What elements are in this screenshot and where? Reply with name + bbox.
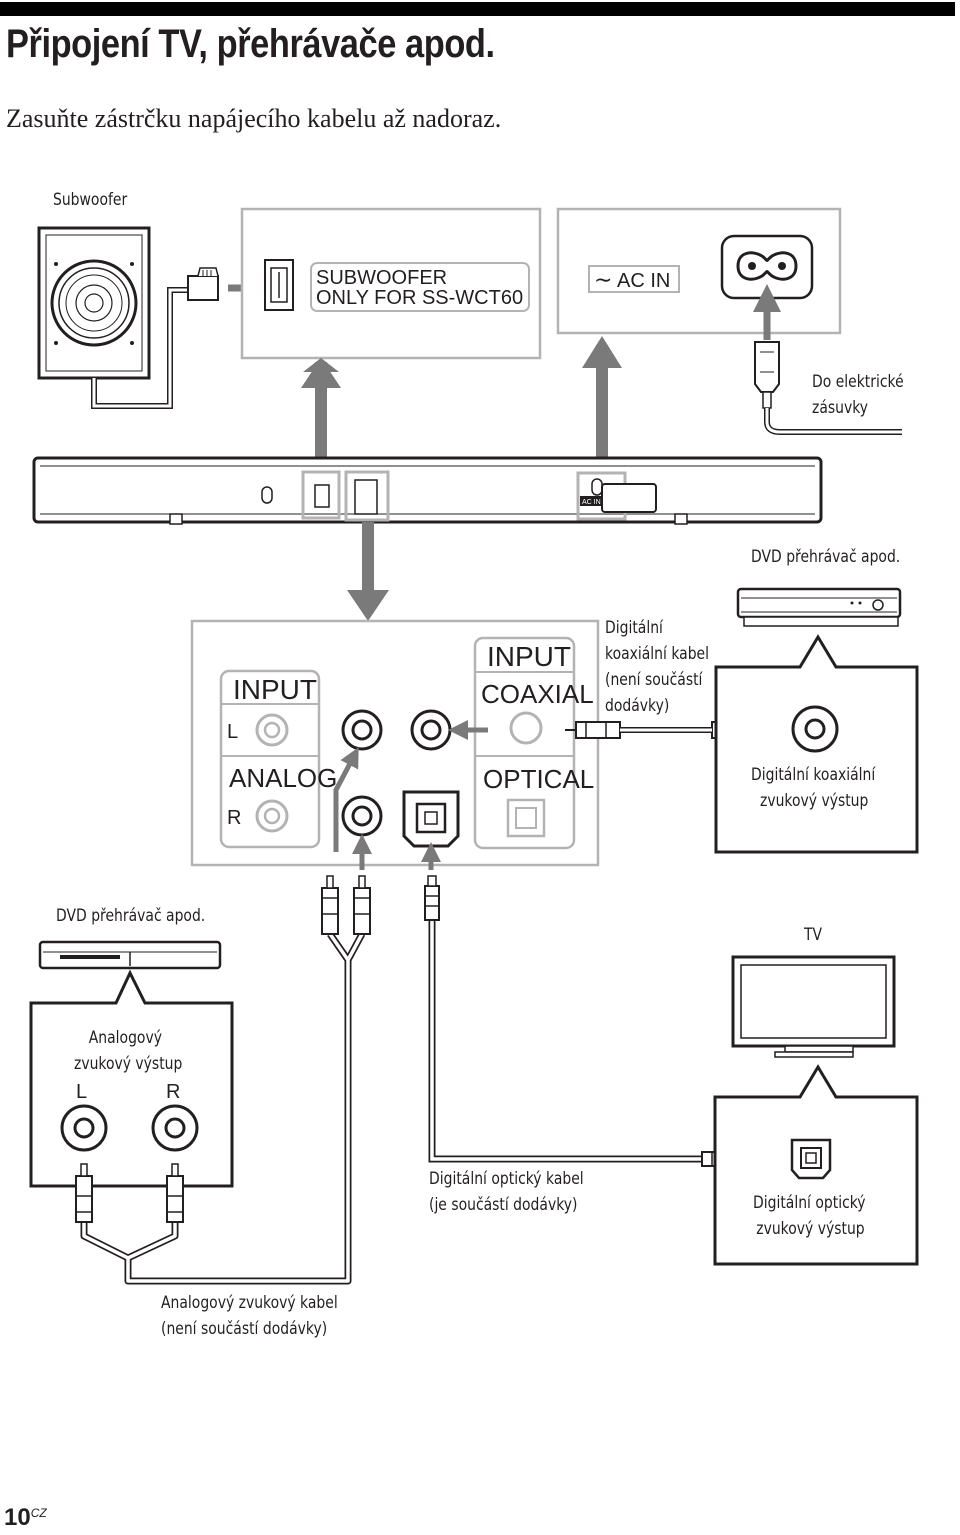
soundbar-icon: AC IN bbox=[32, 456, 823, 525]
rca-jack-icon bbox=[341, 709, 452, 837]
tv-label: TV bbox=[804, 925, 823, 945]
outlet-label-line2: zásuvky bbox=[812, 398, 869, 418]
modular-plug-icon bbox=[187, 267, 219, 301]
dvd-player-icon bbox=[38, 940, 222, 970]
analog-cable-label-line2: (není součástí dodávky) bbox=[161, 1319, 328, 1339]
rca-jack-icon bbox=[255, 713, 289, 833]
coax-cable-label-line3: (není součástí bbox=[605, 670, 703, 690]
coax-cable-label: Digitální koaxiální kabel (není součástí… bbox=[605, 615, 709, 719]
outlet-label-line1: Do elektrické bbox=[812, 372, 904, 392]
optical-cable-label-line1: Digitální optický kabel bbox=[429, 1169, 584, 1189]
optical-jack-icon bbox=[790, 1138, 832, 1180]
analog-output-label-line1: Analogový bbox=[88, 1028, 162, 1048]
coax-output-label-line2: zvukový výstup bbox=[760, 791, 869, 811]
coax-cable-label-line4: dodávky) bbox=[605, 696, 670, 716]
analog-out-l-label: L bbox=[76, 1081, 87, 1103]
header-rule bbox=[0, 2, 955, 16]
rca-jack-icon bbox=[60, 1104, 199, 1152]
r-label: R bbox=[227, 807, 241, 829]
coax-output-label: Digitální koaxiální zvukový výstup bbox=[751, 762, 875, 814]
coax-cable-label-line1: Digitální bbox=[605, 618, 663, 638]
dvd-left-label: DVD přehrávač apod. bbox=[56, 906, 206, 926]
l-label: L bbox=[227, 721, 238, 743]
analog-cable-label-line1: Analogový zvukový kabel bbox=[161, 1293, 338, 1313]
subwoofer-jack-icon bbox=[264, 259, 294, 311]
optical-plug-icon bbox=[424, 875, 747, 1167]
page-number-value: 10 bbox=[4, 1504, 31, 1531]
optical-cable-label-line2: (je součástí dodávky) bbox=[429, 1195, 578, 1215]
analog-cable-label: Analogový zvukový kabel (není součástí d… bbox=[161, 1290, 338, 1342]
page-number-suffix: CZ bbox=[30, 1506, 47, 1520]
input-digital-label: INPUT bbox=[487, 641, 571, 672]
optical-output-label: Digitální optický zvukový výstup bbox=[753, 1190, 866, 1242]
optical-jack-icon bbox=[402, 790, 460, 848]
page-title: Připojení TV, přehrávače apod. bbox=[6, 22, 495, 66]
analog-label: ANALOG bbox=[229, 763, 337, 793]
page-number: 10CZ bbox=[4, 1504, 47, 1532]
optical-cable-label: Digitální optický kabel (je součástí dod… bbox=[429, 1166, 584, 1218]
dvd-top-label: DVD přehrávač apod. bbox=[751, 547, 901, 567]
input-analog-label: INPUT bbox=[233, 674, 317, 705]
subwoofer-port-sublabel: ONLY FOR SS-WCT60 bbox=[316, 287, 523, 309]
optical-output-label-line1: Digitální optický bbox=[753, 1193, 866, 1213]
page-subtitle: Zasuňte zástrčku napájecího kabelu až na… bbox=[6, 104, 502, 133]
subwoofer-speaker-icon bbox=[37, 226, 151, 380]
analog-out-r-label: R bbox=[166, 1081, 180, 1103]
coax-output-label-line1: Digitální koaxiální bbox=[751, 765, 876, 785]
ac-inlet-icon bbox=[720, 234, 814, 300]
bar-ac-in-label: AC IN bbox=[582, 499, 601, 506]
coaxial-label: COAXIAL bbox=[481, 679, 594, 709]
ac-in-label: AC IN bbox=[617, 270, 670, 292]
dvd-player-icon bbox=[736, 587, 902, 627]
analog-output-callout bbox=[29, 969, 234, 1188]
subwoofer-label: Subwoofer bbox=[53, 190, 128, 210]
optical-label: OPTICAL bbox=[483, 764, 594, 794]
coax-cable-label-line2: koaxiální kabel bbox=[605, 644, 709, 664]
optical-output-label-line2: zvukový výstup bbox=[756, 1219, 865, 1239]
rca-jack-icon bbox=[791, 705, 839, 753]
analog-output-label: Analogový zvukový výstup bbox=[74, 1025, 182, 1077]
power-plug-icon bbox=[754, 341, 780, 409]
ac-symbol: ∼ bbox=[594, 267, 612, 292]
outlet-label: Do elektrické zásuvky bbox=[812, 369, 904, 421]
tv-icon bbox=[731, 955, 896, 1058]
subwoofer-port-label: SUBWOOFER bbox=[316, 267, 447, 289]
rca-plug-icon bbox=[75, 875, 371, 1223]
analog-output-label-line2: zvukový výstup bbox=[74, 1054, 183, 1074]
